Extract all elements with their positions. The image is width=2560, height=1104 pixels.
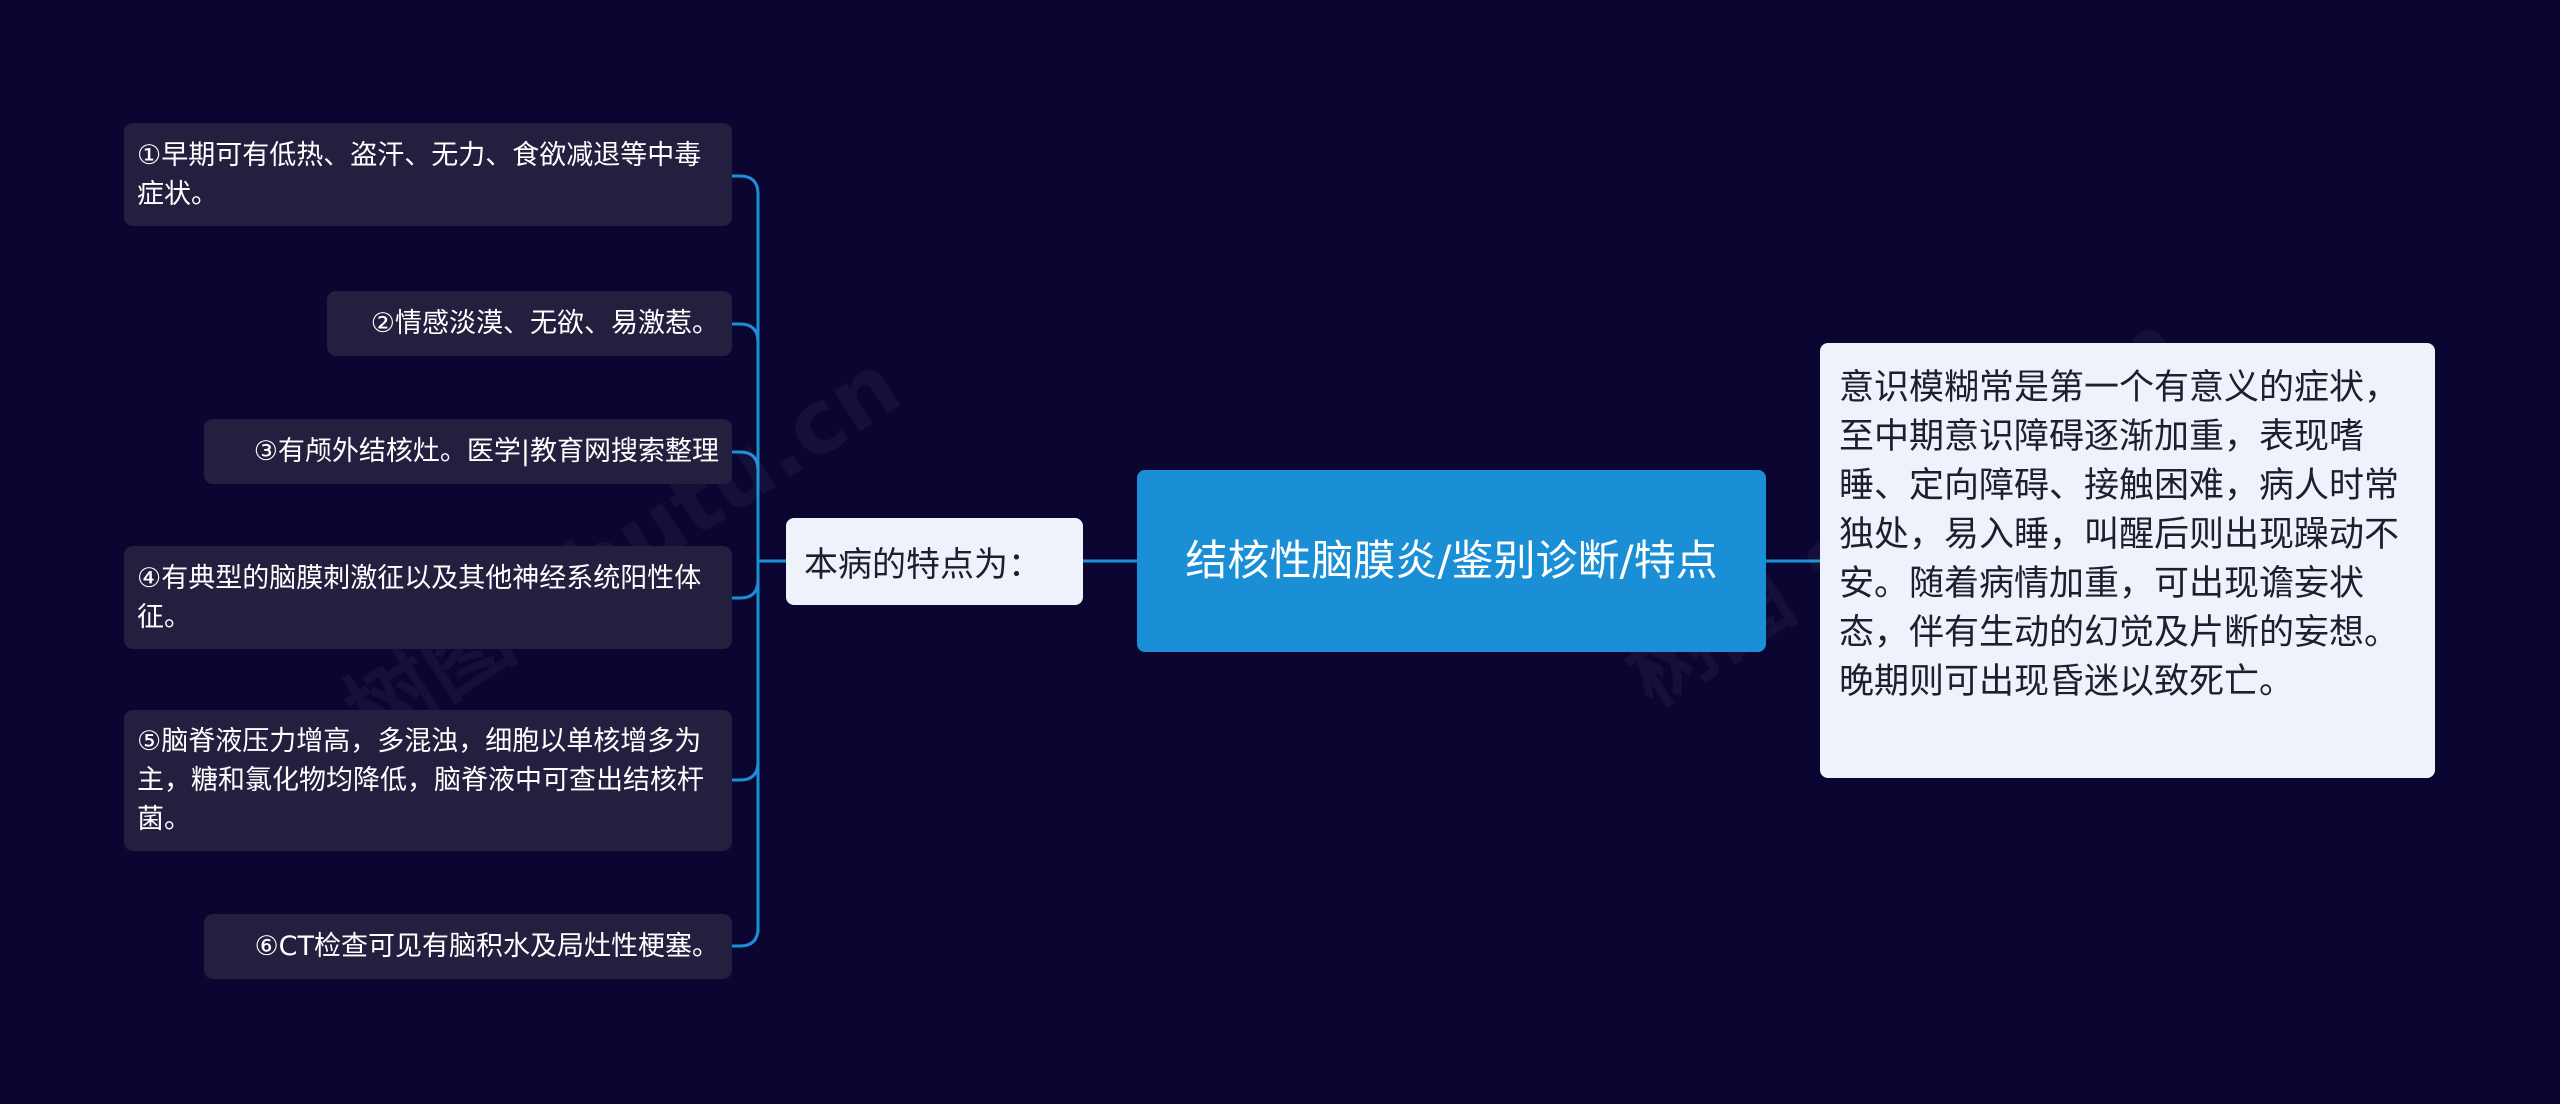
leaf-node-2[interactable]: ②情感淡漠、无欲、易激惹。 (327, 291, 732, 356)
leaf-node-text: ⑤脑脊液压力增高，多混浊，细胞以单核增多为主，糖和氯化物均降低，脑脊液中可查出结… (137, 726, 704, 835)
leaf-node-text: ①早期可有低热、盗汗、无力、食欲减退等中毒症状。 (137, 139, 702, 210)
leaf-5-connector (728, 760, 760, 782)
leaf-node-text: ②情感淡漠、无欲、易激惹。 (370, 308, 719, 339)
leaf-node-5[interactable]: ⑤脑脊液压力增高，多混浊，细胞以单核增多为主，糖和氯化物均降低，脑脊液中可查出结… (124, 710, 732, 851)
leaf-2-connector (728, 322, 760, 344)
leaf-4-connector (728, 578, 760, 600)
detail-node[interactable]: 意识模糊常是第一个有意义的症状，至中期意识障碍逐渐加重，表现嗜睡、定向障碍、接触… (1820, 343, 2435, 778)
leaf-6-connector (728, 926, 760, 948)
branch-node[interactable]: 本病的特点为： (786, 518, 1083, 605)
leaf-3-connector (728, 450, 760, 472)
leaf-node-3[interactable]: ③有颅外结核灶。医学|教育网搜索整理 (204, 419, 732, 484)
leaf-node-1[interactable]: ①早期可有低热、盗汗、无力、食欲减退等中毒症状。 (124, 123, 732, 226)
leaf-node-4[interactable]: ④有典型的脑膜刺激征以及其他神经系统阳性体征。 (124, 546, 732, 649)
leaf-node-6[interactable]: ⑥CT检查可见有脑积水及局灶性梗塞。 (204, 914, 732, 979)
detail-node-text: 意识模糊常是第一个有意义的症状，至中期意识障碍逐渐加重，表现嗜睡、定向障碍、接触… (1839, 368, 2400, 702)
leaf-node-text: ③有颅外结核灶。医学|教育网搜索整理 (253, 436, 719, 467)
branch-node-label: 本病的特点为： (804, 545, 1042, 585)
leaf-1-connector (728, 174, 760, 196)
leaf-node-text: ④有典型的脑膜刺激征以及其他神经系统阳性体征。 (137, 562, 702, 633)
root-node[interactable]: 结核性脑膜炎/鉴别诊断/特点 (1137, 470, 1766, 652)
root-node-title: 结核性脑膜炎/鉴别诊断/特点 (1185, 536, 1718, 585)
leaf-node-text: ⑥CT检查可见有脑积水及局灶性梗塞。 (254, 931, 719, 962)
